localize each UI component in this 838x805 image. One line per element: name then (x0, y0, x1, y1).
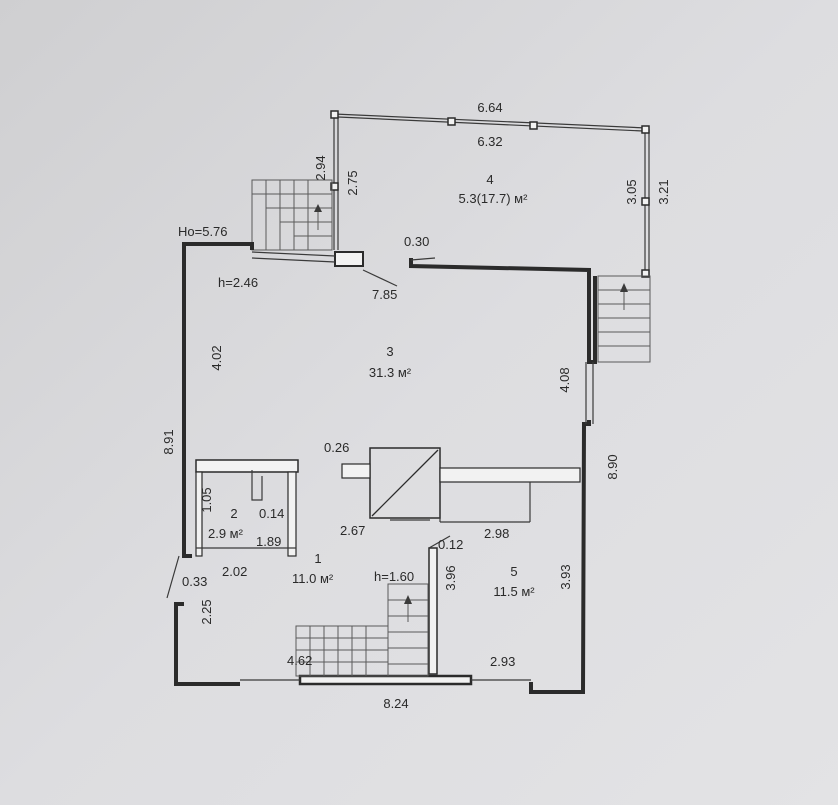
room-number: 3 (386, 344, 393, 359)
dim-label: 6.64 (477, 100, 502, 115)
labels: 6.64 6.32 4 5.3(17.7) м² 2.94 2.75 3.05 … (161, 100, 671, 711)
walls (166, 242, 597, 694)
dim-label: 8.24 (383, 696, 408, 711)
room-number: 5 (510, 564, 517, 579)
dim-label: 8.91 (161, 429, 176, 454)
room-number: 4 (486, 172, 493, 187)
dim-label: 3.96 (443, 565, 458, 590)
interior-partitions (195, 447, 581, 675)
terrace-outline (330, 110, 650, 278)
interior-stairs (295, 583, 429, 677)
dim-label: 2.93 (490, 654, 515, 669)
dim-label: 1.05 (199, 487, 214, 512)
dim-label: 4.08 (557, 367, 572, 392)
room-number: 2 (230, 506, 237, 521)
terrace-post (330, 110, 339, 119)
dim-label: 2.98 (484, 526, 509, 541)
room-area: 11.5 м² (493, 584, 535, 599)
dim-label: 2.02 (222, 564, 247, 579)
terrace-post (447, 117, 456, 126)
dim-label: 4.62 (287, 653, 312, 668)
dim-label: 4.02 (209, 345, 224, 370)
dim-label: 2.67 (340, 523, 365, 538)
dim-label: 3.21 (656, 179, 671, 204)
dim-label: 7.85 (372, 287, 397, 302)
dim-label: 0.33 (182, 574, 207, 589)
dim-label: 0.14 (259, 506, 284, 521)
room-number: 1 (314, 551, 321, 566)
dim-label: 2.75 (345, 170, 360, 195)
dim-label: 0.12 (438, 537, 463, 552)
dim-label: 8.90 (605, 454, 620, 479)
dim-label: 0.30 (404, 234, 429, 249)
dim-label: 2.94 (313, 155, 328, 180)
entry-stairs-right (597, 275, 651, 363)
terrace-post (641, 125, 650, 134)
dim-label: 3.93 (558, 564, 573, 589)
entry-stairs-top (251, 179, 333, 251)
dim-label: 6.32 (477, 134, 502, 149)
terrace-post (330, 182, 339, 191)
dim-label: 0.26 (324, 440, 349, 455)
terrace-post (641, 269, 650, 278)
dim-label: 1.89 (256, 534, 281, 549)
room-area: 5.3(17.7) м² (459, 191, 529, 206)
dim-label: 3.05 (624, 179, 639, 204)
room-area: 31.3 м² (369, 365, 412, 380)
terrace-post (529, 121, 538, 130)
height-label: h=1.60 (374, 569, 414, 584)
dim-label: 2.25 (199, 599, 214, 624)
room-area: 11.0 м² (292, 571, 334, 586)
terrace-post (641, 197, 650, 206)
height-label: h=2.46 (218, 275, 258, 290)
height-label: Ho=5.76 (178, 224, 228, 239)
room-area: 2.9 м² (208, 526, 244, 541)
